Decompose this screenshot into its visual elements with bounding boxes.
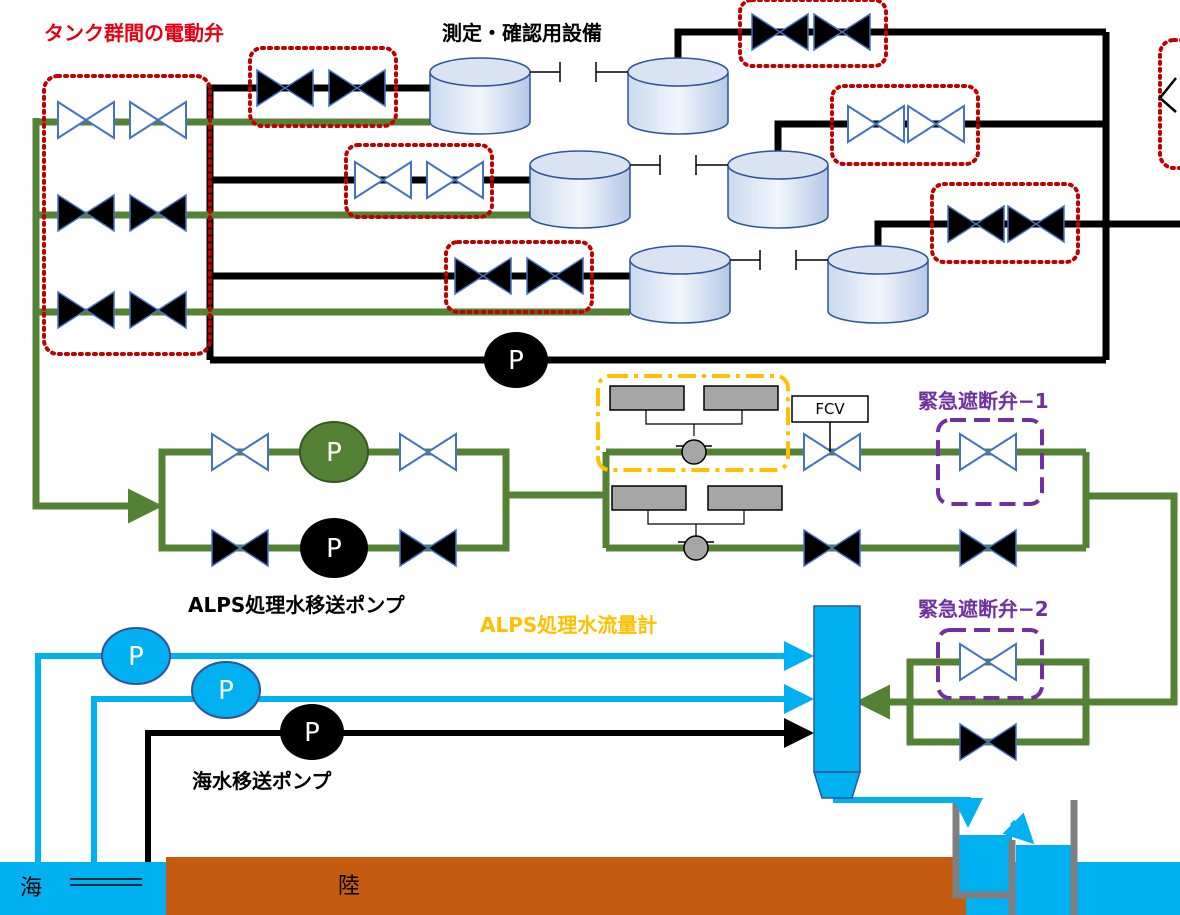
tank-3a xyxy=(629,245,731,324)
alps-pump-label: ALPS処理水移送ポンプ xyxy=(188,593,406,617)
emergency-valve-1-label: 緊急遮断弁−1 xyxy=(918,389,1049,413)
tank-1a xyxy=(429,57,531,135)
seawater-pump-1: P xyxy=(101,627,171,685)
land-band xyxy=(166,857,966,915)
svg-text:P: P xyxy=(326,534,342,564)
tank-2a xyxy=(529,150,631,229)
discharge-shafts xyxy=(952,800,1078,915)
svg-text:P: P xyxy=(508,346,524,376)
seawater-pump-2: P xyxy=(191,661,261,719)
seawater-pump-3: P xyxy=(280,704,344,760)
alps-flowmeter-2 xyxy=(611,485,783,561)
alps-transfer-pump-1: P xyxy=(299,421,369,483)
tank-2b xyxy=(727,150,829,229)
sea-label: 海 xyxy=(20,876,42,901)
alps-flowmeter-label: ALPS処理水流量計 xyxy=(480,613,657,637)
seawater-pipes xyxy=(35,641,983,862)
svg-text:P: P xyxy=(326,438,342,468)
emergency-valve-2-label: 緊急遮断弁−2 xyxy=(918,597,1049,621)
svg-text:P: P xyxy=(128,642,144,672)
tank-3b xyxy=(827,245,929,324)
emergency-valve-boxes xyxy=(936,418,1044,700)
motor-valve-highlight-boxes xyxy=(42,0,1180,356)
flowmeter-highlight-box xyxy=(596,374,790,472)
tank-valves-label: タンク群間の電動弁 xyxy=(44,21,224,45)
seawater-header xyxy=(812,605,862,799)
return-pump: P xyxy=(484,332,548,388)
fcv-valve: FCV xyxy=(791,395,869,452)
seawater-pump-label: 海水移送ポンプ xyxy=(192,769,332,793)
svg-text:P: P xyxy=(218,676,234,706)
measurement-equipment-label: 測定・確認用設備 xyxy=(442,21,602,45)
svg-text:P: P xyxy=(304,718,320,748)
tank-group xyxy=(429,57,929,324)
alps-flowmeter-1 xyxy=(609,385,779,465)
tank-1b xyxy=(627,57,729,135)
svg-text:FCV: FCV xyxy=(815,400,845,418)
land-label: 陸 xyxy=(338,874,360,899)
pointer-arrow-icon xyxy=(1158,77,1177,113)
alps-transfer-pump-2: P xyxy=(300,518,368,578)
